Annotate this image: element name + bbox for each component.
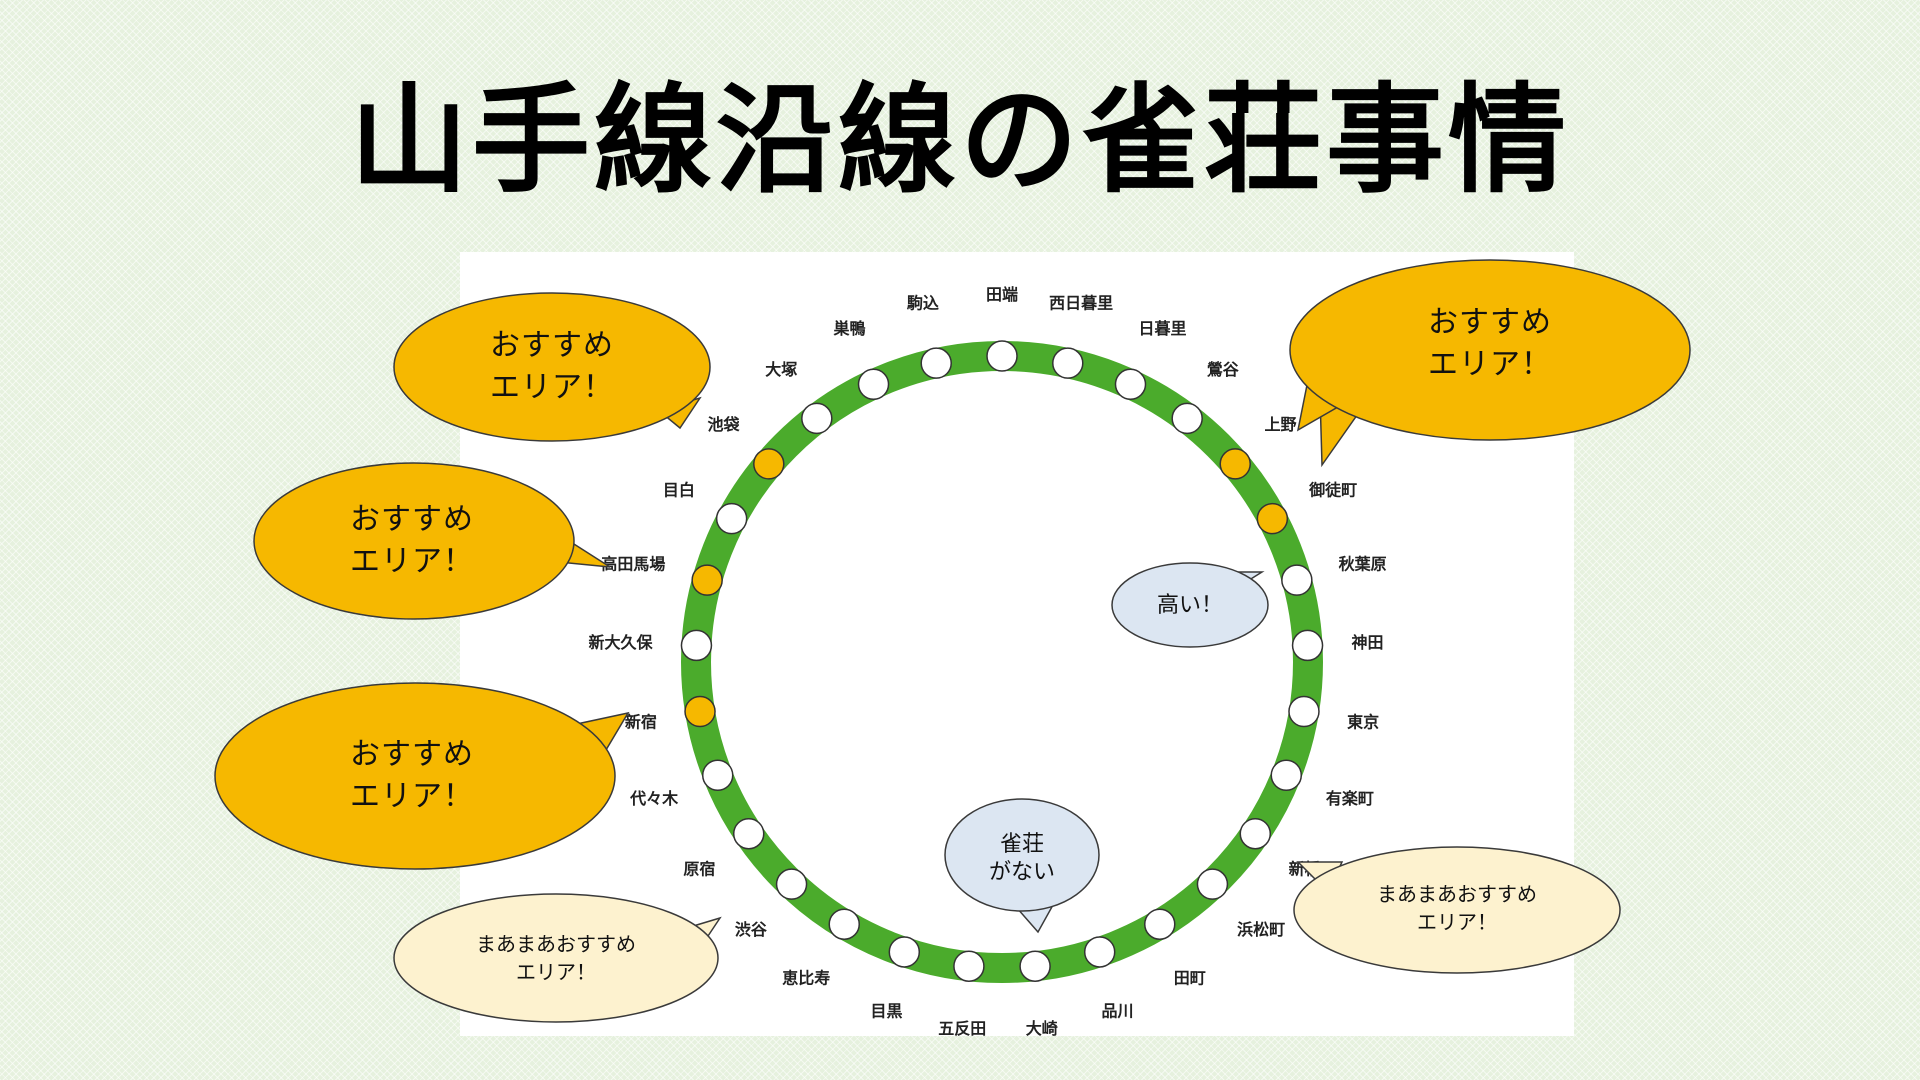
station-marker-14 — [1019, 950, 1051, 982]
station-label-5: 御徒町 — [1308, 481, 1357, 500]
callout-no-parlor-text: 雀荘 がない — [988, 832, 1055, 885]
callout-expensive — [1111, 562, 1269, 648]
station-marker-27 — [857, 368, 890, 401]
station-label-13: 品川 — [1102, 1002, 1134, 1021]
station-marker-16 — [888, 936, 921, 968]
station-label-27: 巣鴨 — [832, 319, 865, 338]
callout-no-parlor — [944, 798, 1100, 934]
station-marker-26 — [801, 402, 833, 435]
callout-moderate-left — [393, 893, 722, 1023]
station-label-26: 大塚 — [765, 360, 797, 379]
station-marker-0 — [986, 340, 1018, 372]
callout-expensive-text: 高い！ — [1156, 593, 1223, 618]
station-label-8: 東京 — [1347, 713, 1379, 732]
station-label-9: 有楽町 — [1326, 789, 1374, 808]
page-title: 山手線沿線の雀荘事情 — [349, 71, 1570, 209]
callout-recommended-upper-left-text: おすすめ エリア！ — [490, 328, 614, 405]
callout-recommended-mid-left-text: おすすめ エリア！ — [350, 502, 474, 579]
station-label-20: 代々木 — [629, 789, 679, 808]
station-label-7: 神田 — [1351, 633, 1383, 652]
station-label-6: 秋葉原 — [1339, 555, 1387, 574]
station-marker-17 — [828, 908, 860, 940]
station-label-22: 新大久保 — [589, 633, 654, 652]
station-marker-3 — [1171, 402, 1203, 435]
callout-moderate-right — [1293, 846, 1621, 974]
station-marker-12 — [1144, 908, 1176, 940]
station-marker-24 — [715, 502, 748, 535]
station-label-17: 恵比寿 — [782, 968, 830, 987]
station-label-19: 原宿 — [683, 860, 715, 879]
station-label-3: 鶯谷 — [1207, 360, 1240, 379]
station-marker-25 — [753, 448, 785, 480]
station-marker-1 — [1052, 347, 1084, 379]
station-marker-19 — [732, 817, 765, 850]
station-label-16: 目黒 — [870, 1002, 902, 1021]
station-marker-20 — [701, 759, 734, 792]
station-marker-6 — [1281, 564, 1313, 596]
stations-layer: 田端西日暮里日暮里鶯谷上野御徒町秋葉原神田東京有楽町新橋浜松町田町品川大崎五反田… — [589, 285, 1387, 1038]
station-label-2: 日暮里 — [1139, 319, 1187, 338]
station-marker-4 — [1219, 448, 1251, 480]
station-marker-28 — [920, 347, 952, 379]
station-label-1: 西日暮里 — [1049, 294, 1113, 313]
callout-recommended-mid-left — [253, 462, 611, 620]
station-label-24: 目白 — [663, 481, 695, 500]
station-label-21: 新宿 — [625, 713, 657, 732]
station-marker-22 — [680, 629, 713, 662]
callout-recommended-upper-left — [393, 292, 711, 442]
station-marker-23 — [691, 564, 723, 596]
station-label-15: 五反田 — [938, 1019, 986, 1038]
station-marker-10 — [1239, 817, 1272, 850]
station-marker-9 — [1270, 759, 1303, 792]
callout-moderate-right-text: まあまあおすすめ エリア！ — [1377, 882, 1537, 934]
station-marker-11 — [1196, 868, 1229, 900]
callout-recommended-lower-left-text: おすすめ エリア！ — [350, 737, 474, 814]
station-marker-13 — [1083, 936, 1116, 968]
station-label-14: 大崎 — [1026, 1019, 1058, 1038]
callout-recommended-lower-left — [214, 682, 630, 870]
callout-recommended-upper-right-text: おすすめ エリア！ — [1428, 305, 1552, 382]
station-marker-2 — [1114, 368, 1147, 401]
station-label-0: 田端 — [986, 285, 1018, 304]
station-marker-7 — [1291, 629, 1324, 662]
station-label-23: 高田馬場 — [601, 555, 665, 574]
station-marker-15 — [953, 950, 985, 982]
station-marker-18 — [775, 868, 808, 900]
station-label-28: 駒込 — [907, 294, 939, 313]
station-label-18: 渋谷 — [735, 920, 768, 939]
callout-moderate-left-text: まあまあおすすめ エリア！ — [476, 932, 636, 984]
station-label-25: 池袋 — [708, 415, 741, 434]
station-marker-8 — [1288, 695, 1320, 728]
station-marker-5 — [1256, 502, 1289, 535]
station-label-12: 田町 — [1174, 968, 1206, 987]
station-label-4: 上野 — [1264, 415, 1296, 434]
station-label-11: 浜松町 — [1237, 920, 1285, 939]
callout-recommended-upper-right — [1289, 259, 1691, 468]
station-marker-21 — [684, 695, 716, 728]
